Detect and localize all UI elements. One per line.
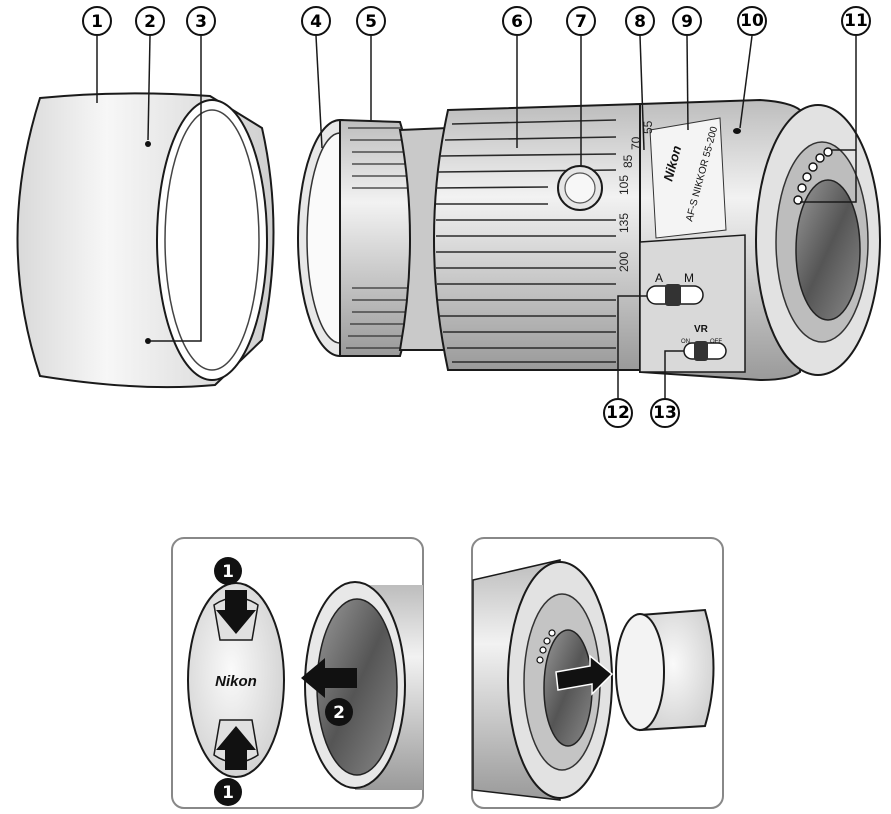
step-1-bottom: 1 [214, 778, 242, 806]
callout-6: 6 [502, 6, 532, 36]
leader-lines [96, 35, 857, 398]
vr-on-label: ON [681, 339, 690, 345]
focal-length-200: 200 [617, 252, 631, 272]
callout-1: 1 [82, 6, 112, 36]
vr-off-label: OFF [710, 339, 722, 345]
callout-8: 8 [625, 6, 655, 36]
lens-body [297, 98, 881, 382]
svg-text:2: 2 [333, 703, 345, 723]
lens-hood [16, 92, 275, 389]
svg-text:2: 2 [144, 12, 156, 32]
vr-switch-knob [694, 341, 708, 361]
focal-length-85: 85 [621, 154, 635, 168]
zoom-ring-grip [435, 119, 617, 363]
callout-13: 13 [650, 398, 680, 428]
svg-text:3: 3 [195, 12, 207, 32]
callout-7: 7 [566, 6, 596, 36]
press-down-arrow [216, 590, 256, 634]
step-2: 2 [325, 698, 353, 726]
callout-9: 9 [672, 6, 702, 36]
svg-text:13: 13 [653, 403, 677, 423]
focus-mode-m: M [684, 271, 694, 285]
focal-length-135: 135 [617, 213, 631, 233]
callout-3: 3 [186, 6, 216, 36]
svg-text:9: 9 [681, 12, 693, 32]
callout-10: 10 [737, 6, 767, 36]
front-lens-cap [187, 582, 285, 778]
svg-text:4: 4 [310, 12, 322, 32]
front-cap-panel: Nikon 1 2 1 [171, 537, 424, 809]
step-1-top: 1 [214, 557, 242, 585]
svg-text:8: 8 [634, 12, 646, 32]
cap-brand: Nikon [215, 673, 257, 690]
callout-2: 2 [135, 6, 165, 36]
svg-text:6: 6 [511, 12, 523, 32]
rear-cpu-contacts [536, 629, 556, 664]
callout-12: 12 [603, 398, 633, 428]
svg-text:5: 5 [365, 12, 377, 32]
svg-text:10: 10 [740, 11, 764, 31]
hood-setting-mark [145, 338, 151, 344]
focal-length-70: 70 [629, 136, 643, 150]
vr-label: VR [694, 324, 709, 335]
callouts: 1 2 3 4 5 6 7 8 9 10 11 12 13 [82, 6, 871, 428]
svg-text:1: 1 [222, 562, 234, 582]
press-up-arrow [216, 726, 256, 770]
focus-mode-switch-knob [665, 284, 681, 306]
callout-11: 11 [841, 6, 871, 36]
focal-length-55: 55 [641, 120, 655, 134]
focus-mode-a: A [655, 271, 663, 285]
cpu-contacts [793, 147, 833, 205]
focal-length-105: 105 [617, 175, 631, 195]
callout-4: 4 [301, 6, 331, 36]
rear-cap-panel [471, 537, 724, 809]
hood-mounting-index [145, 141, 151, 147]
svg-text:11: 11 [844, 11, 868, 31]
svg-text:7: 7 [575, 12, 587, 32]
callout-5: 5 [356, 6, 386, 36]
detach-arrow [555, 654, 614, 696]
svg-text:1: 1 [222, 783, 234, 803]
remove-arrow [301, 658, 357, 698]
svg-text:1: 1 [91, 12, 103, 32]
svg-text:12: 12 [606, 403, 630, 423]
